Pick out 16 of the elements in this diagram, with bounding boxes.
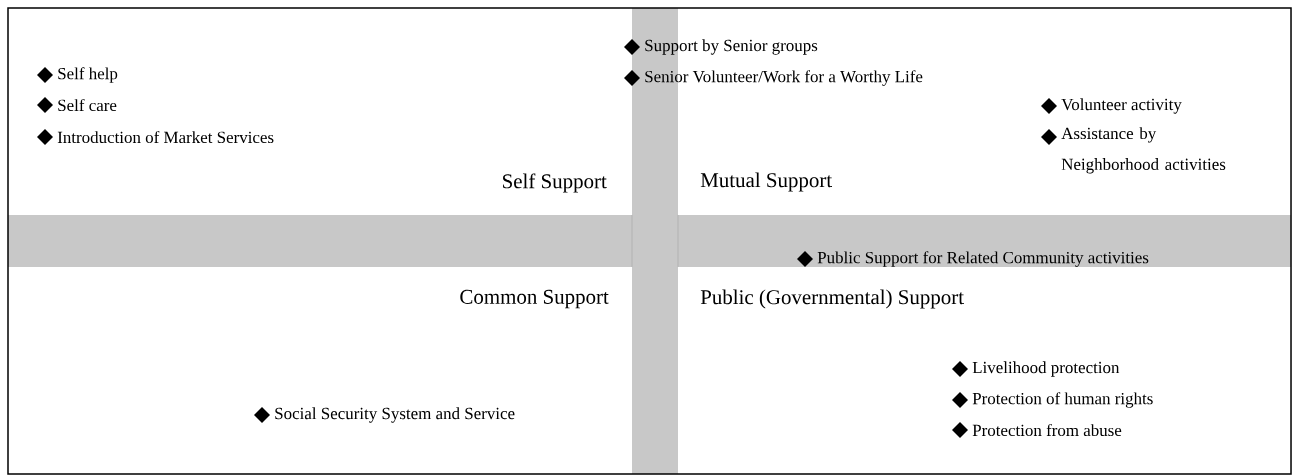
quadrant-heading: Self Support (503, 173, 607, 193)
bullet-item: Assistance by Neighborhood activities (1041, 127, 1226, 174)
quadrant-heading: Public (Governmental) Support (700, 289, 964, 309)
bullet-item: Introduction of Market Services (37, 129, 274, 145)
bullet-item: Self care (37, 97, 117, 113)
bullet-item: Senior Volunteer/Work for a Worthy Life (624, 70, 923, 86)
quadrant-heading: Common Support (460, 289, 609, 309)
bullet-item: Livelihood protection (952, 361, 1120, 377)
bullet-item: Self help (37, 67, 118, 83)
bullet-item: Protection of human rights (952, 392, 1153, 408)
bullet-item: Volunteer activity (1041, 98, 1182, 114)
bullet-item: Public Support for Related Community activities (797, 251, 1149, 267)
bullet-item: Social Security System and Service (254, 407, 515, 423)
quadrant-heading: Mutual Support (700, 172, 832, 192)
bullet-item: Support by Senior groups (624, 39, 818, 55)
bullet-item: Protection from abuse (952, 422, 1122, 438)
